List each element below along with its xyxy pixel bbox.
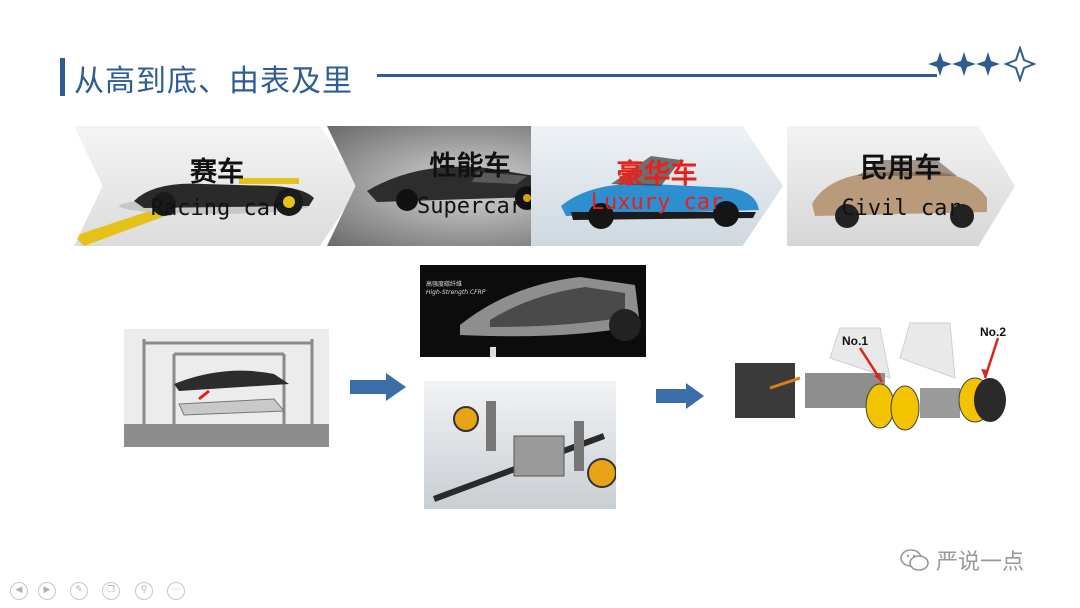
callout-no2-label: No.2 (980, 325, 1007, 339)
slide-title: 从高到底、由表及里 (74, 64, 353, 99)
callout-arrows (858, 337, 1000, 383)
more-icon[interactable]: ⋯ (167, 582, 185, 600)
stars-decoration-icon (928, 46, 1036, 82)
chevron-en-label: Luxury car (590, 190, 724, 215)
chevron-en-label: Supercar (417, 194, 523, 219)
chassis-suspension-photo (424, 381, 616, 509)
chevron-cn-label: 豪华车 (616, 159, 698, 190)
chevron-cn-label: 民用车 (860, 153, 942, 184)
callout-no1-label: No.1 (842, 334, 869, 348)
chevron-racing-car: 赛车 Racing car (74, 126, 360, 246)
copy-icon[interactable]: ❐ (102, 582, 120, 600)
title-underline (377, 74, 937, 77)
chevron-en-label: Civil car (841, 196, 961, 221)
next-icon[interactable]: ▶ (38, 582, 56, 600)
luxury-car-image (531, 126, 783, 246)
wechat-icon (900, 549, 929, 571)
powertrain-photo: No.1 No.2 (730, 318, 1030, 436)
racing-car-image (74, 126, 360, 246)
watermark: 严说一点 (900, 544, 1024, 576)
cfrp-cn-caption: 高强度碳纤维 (426, 281, 463, 288)
cfrp-en-caption: High-Strength CFRP (426, 289, 486, 296)
chassis-frame-photo (124, 329, 329, 447)
chevron-en-label: Racing car (150, 196, 284, 221)
watermark-text: 严说一点 (936, 550, 1025, 575)
chevron-cn-label: 性能车 (429, 151, 511, 182)
right-arrow-icon (656, 383, 704, 409)
chevron-cn-label: 赛车 (190, 157, 244, 188)
pen-icon[interactable]: ✎ (70, 582, 88, 600)
right-arrow-icon (350, 373, 406, 401)
civil-car-image (787, 126, 1015, 246)
zoom-icon[interactable]: ⚲ (135, 582, 153, 600)
cfrp-presentation-photo: 高强度碳纤维 High-Strength CFRP (420, 265, 646, 357)
chevron-luxury-car: 豪华车 Luxury car (531, 126, 783, 246)
previous-icon[interactable]: ◀ (10, 582, 28, 600)
chevron-civil-car: 民用车 Civil car (787, 126, 1015, 246)
title-accent-bar (60, 58, 65, 96)
